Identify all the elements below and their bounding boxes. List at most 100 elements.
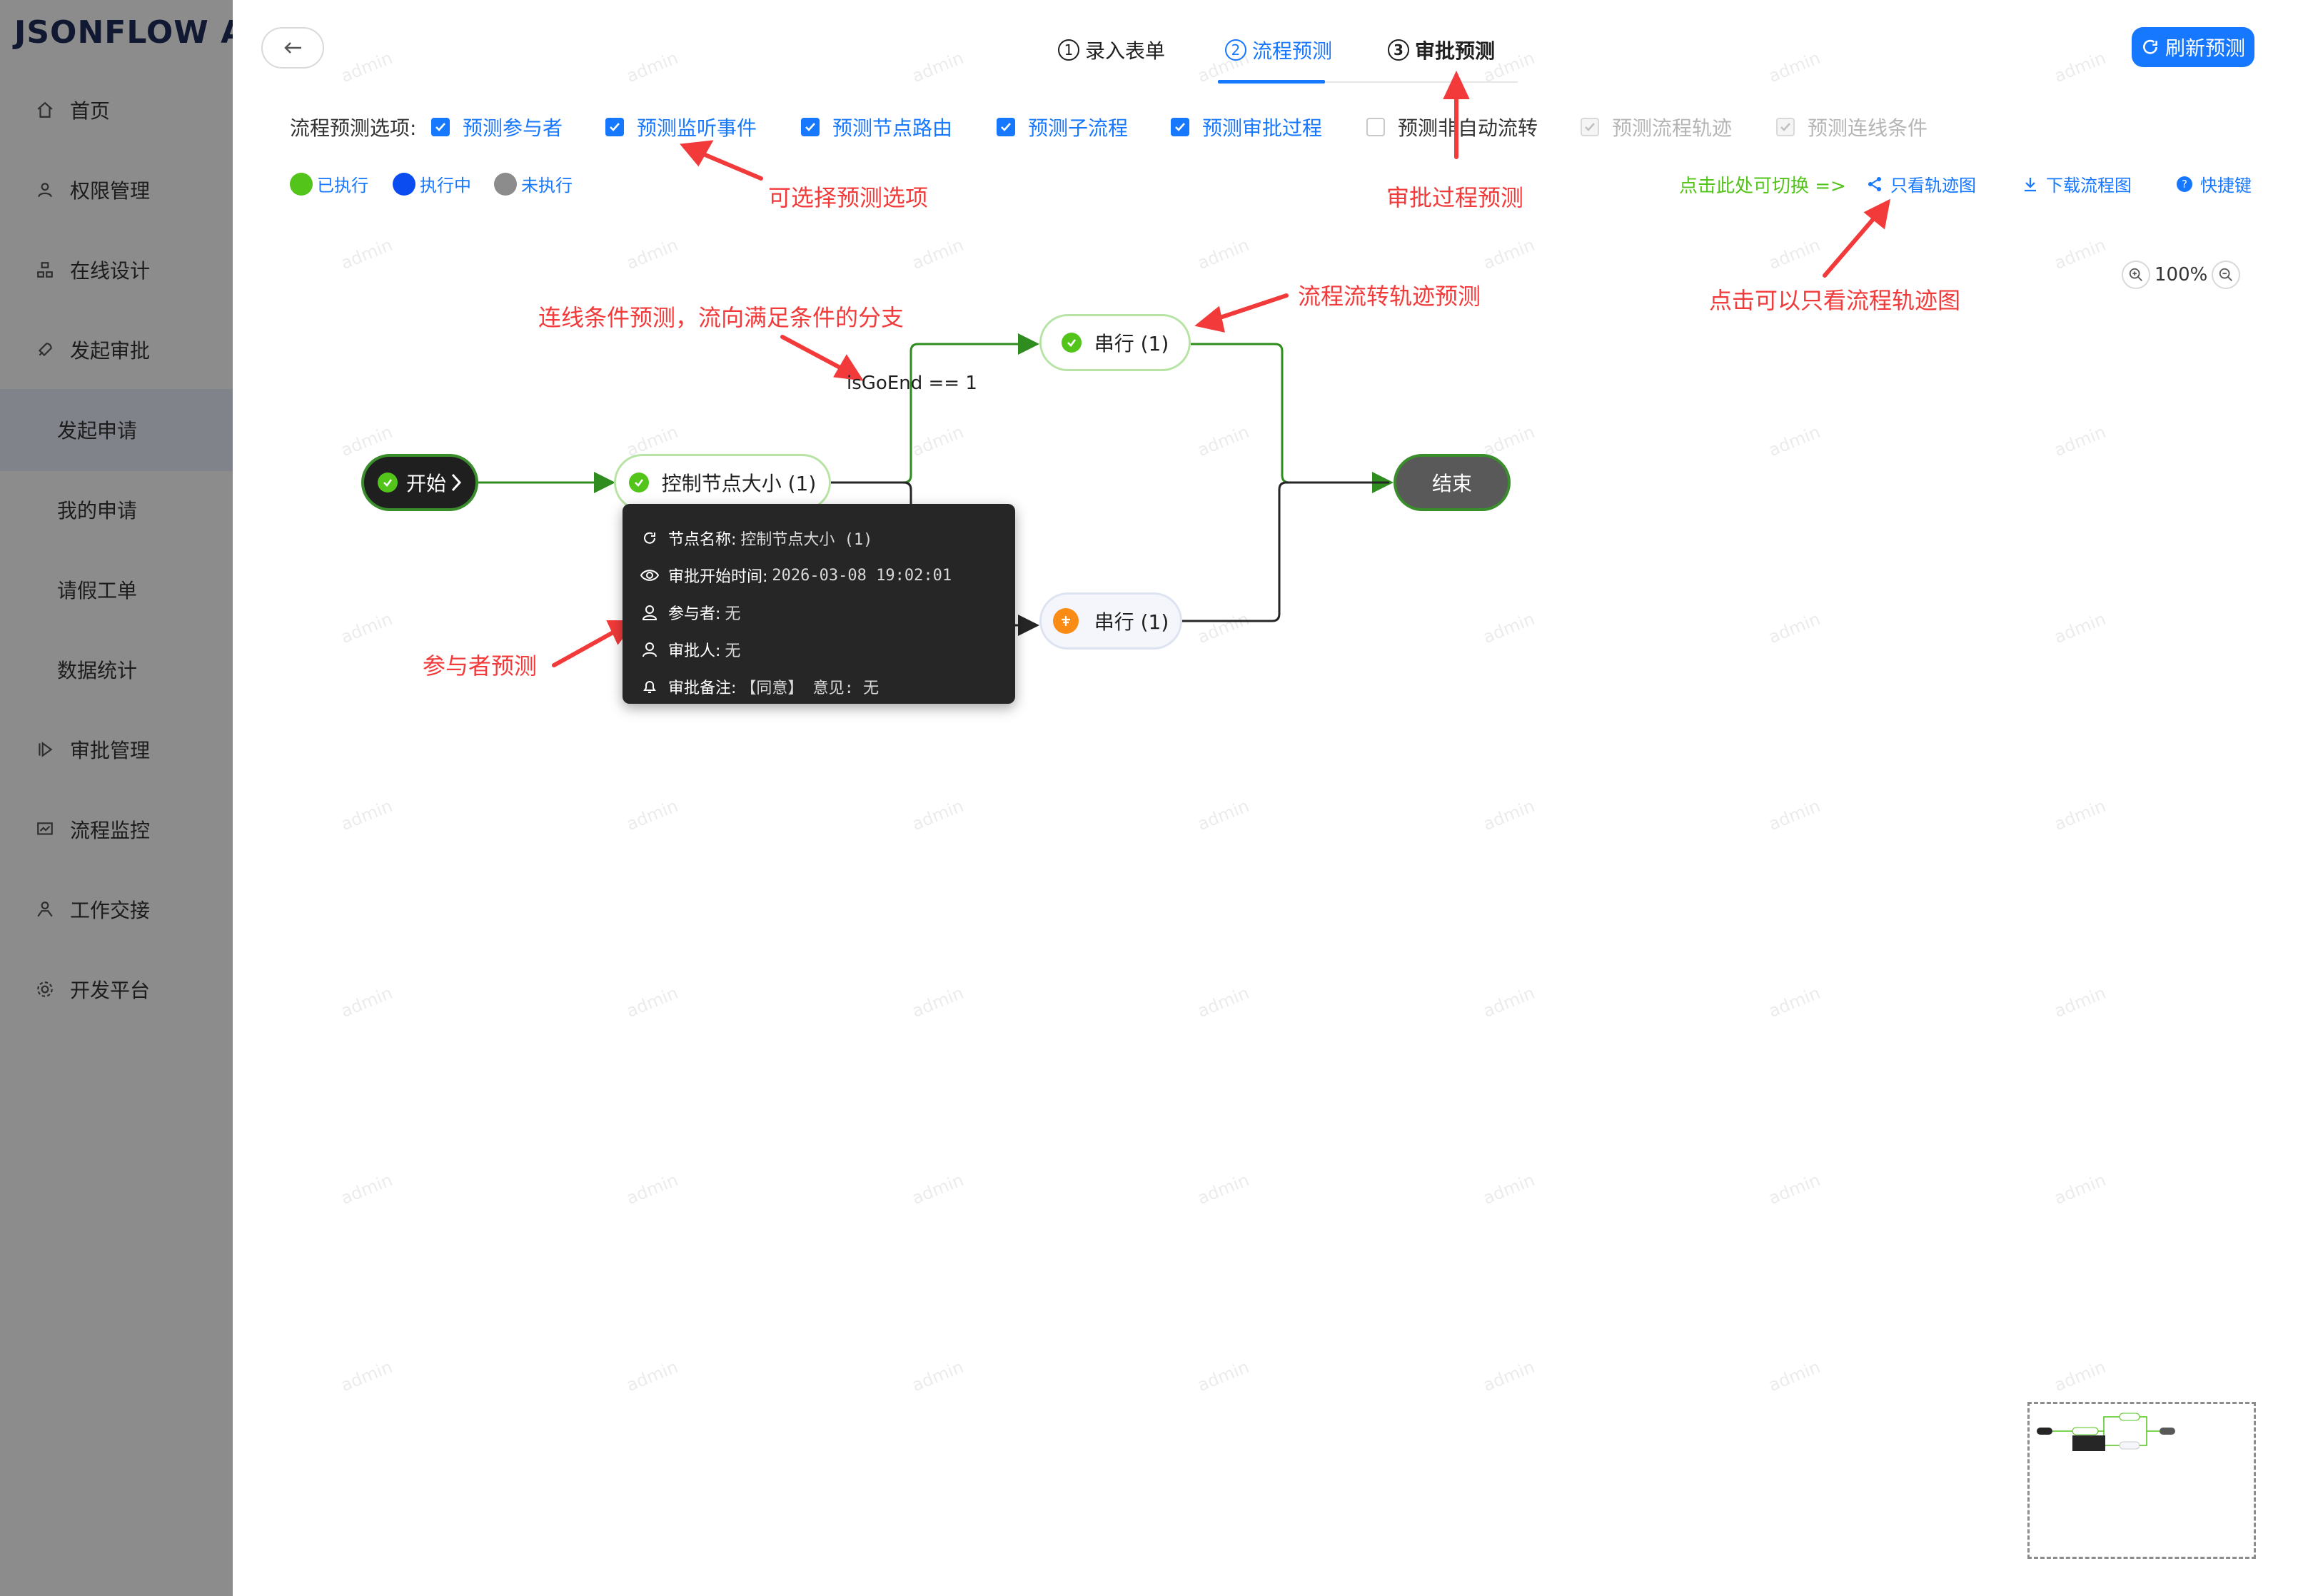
shortcuts-label: 快捷键 bbox=[2200, 176, 2252, 196]
flow-node-control-size[interactable]: 控制节点大小 (1) bbox=[614, 454, 831, 511]
option-predict-approval-process[interactable]: 预测审批过程 bbox=[1171, 113, 1322, 141]
tab-step-approval-prediction[interactable]: 3 审批预测 bbox=[1388, 36, 1495, 64]
edge-condition-label: isGoEnd == 1 bbox=[847, 373, 977, 394]
watermark-text: admin bbox=[1194, 982, 1252, 1022]
watermark-text: admin bbox=[1480, 795, 1538, 835]
sidebar-item-approval-mgmt[interactable]: 审批管理 bbox=[34, 728, 150, 771]
node-label: 控制节点大小 (1) bbox=[661, 472, 817, 495]
sidebar-item-start-request[interactable]: 发起申请 bbox=[57, 408, 137, 451]
sidebar-item-home[interactable]: 首页 bbox=[34, 89, 110, 131]
zoom-control: 100% bbox=[2122, 261, 2241, 289]
check-circle-icon bbox=[377, 473, 398, 493]
arrow-left-icon bbox=[284, 42, 301, 54]
node-tooltip: 节点名称: 控制节点大小 (1) 审批开始时间: 2026-03-08 19:0… bbox=[623, 504, 1015, 704]
annotation-arrow bbox=[780, 335, 849, 373]
back-button[interactable] bbox=[261, 27, 324, 69]
refresh-prediction-button[interactable]: 刷新预测 bbox=[2132, 27, 2254, 67]
watermark-text: admin bbox=[1194, 795, 1252, 835]
sidebar-item-leave-order[interactable]: 请假工单 bbox=[57, 568, 137, 611]
refresh-icon bbox=[640, 528, 660, 548]
sidebar-item-start-approval[interactable]: 发起审批 bbox=[34, 328, 150, 371]
submenu-highlight bbox=[0, 389, 236, 471]
option-predict-non-auto[interactable]: 预测非自动流转 bbox=[1366, 113, 1538, 141]
checkbox-checked-icon bbox=[431, 118, 450, 136]
download-flowchart-button[interactable]: 下载流程图 bbox=[2022, 171, 2132, 196]
node-label: 串行 (1) bbox=[1094, 610, 1169, 634]
step-number: 1 bbox=[1058, 39, 1079, 61]
watermark-text: admin bbox=[1480, 1169, 1538, 1209]
watermark-text: admin bbox=[1765, 421, 1823, 461]
edge-ctrl-serial-top bbox=[831, 333, 1039, 484]
watermark-text: admin bbox=[1194, 421, 1252, 461]
sidebar-item-dev-platform[interactable]: 开发平台 bbox=[34, 968, 150, 1011]
step-label: 录入表单 bbox=[1085, 39, 1166, 63]
option-predict-routes[interactable]: 预测节点路由 bbox=[801, 113, 952, 141]
watermark-text: admin bbox=[623, 1169, 681, 1209]
sidebar-item-handover[interactable]: 工作交接 bbox=[34, 888, 150, 931]
track-only-button[interactable]: 只看轨迹图 bbox=[1866, 171, 1976, 196]
shortcuts-button[interactable]: ? 快捷键 bbox=[2176, 171, 2252, 196]
legend-label: 未执行 bbox=[521, 176, 573, 196]
sidebar-item-design[interactable]: 在线设计 bbox=[34, 248, 150, 291]
watermark-text: admin bbox=[623, 234, 681, 274]
watermark-text: admin bbox=[909, 234, 967, 274]
sidebar-item-label: 工作交接 bbox=[70, 899, 151, 922]
watermark-text: admin bbox=[623, 982, 681, 1022]
zoom-level: 100% bbox=[2155, 264, 2208, 286]
option-predict-subflow[interactable]: 预测子流程 bbox=[997, 113, 1128, 141]
tooltip-row-node-name: 节点名称: 控制节点大小 (1) bbox=[640, 520, 998, 557]
tab-step-form[interactable]: 1 录入表单 bbox=[1058, 36, 1165, 64]
check-circle-icon bbox=[1061, 333, 1082, 353]
option-label: 预测节点路由 bbox=[832, 116, 953, 140]
handover-icon bbox=[34, 899, 56, 920]
flow-node-end[interactable]: 结束 bbox=[1394, 454, 1511, 511]
watermark-text: admin bbox=[2051, 1169, 2109, 1209]
flow-node-start[interactable]: 开始 bbox=[361, 454, 478, 511]
sidebar-item-my-requests[interactable]: 我的申请 bbox=[57, 488, 137, 531]
approver-icon bbox=[640, 640, 660, 660]
zoom-out-button[interactable] bbox=[2212, 261, 2241, 289]
download-icon bbox=[2025, 177, 2036, 191]
option-predict-edge-conditions: 预测连线条件 bbox=[1776, 113, 1927, 141]
option-predict-participants[interactable]: 预测参与者 bbox=[431, 113, 563, 141]
participant-icon bbox=[640, 602, 660, 622]
option-label: 预测流程轨迹 bbox=[1612, 116, 1733, 140]
checkbox-disabled-icon bbox=[1581, 118, 1599, 136]
annotation-participants: 参与者预测 bbox=[423, 652, 538, 680]
legend-label: 执行中 bbox=[420, 176, 471, 196]
tab-active-underline bbox=[1218, 80, 1325, 84]
watermark-text: admin bbox=[338, 608, 395, 648]
tab-step-flow-prediction[interactable]: 2 流程预测 bbox=[1225, 36, 1332, 64]
sidebar-item-label: 流程监控 bbox=[70, 819, 151, 842]
watermark-text: admin bbox=[1765, 1169, 1823, 1209]
watermark-text: admin bbox=[338, 234, 395, 274]
node-label: 结束 bbox=[1431, 472, 1472, 495]
refresh-label: 刷新预测 bbox=[2165, 36, 2245, 60]
check-circle-icon bbox=[628, 473, 649, 493]
sidebar-item-statistics[interactable]: 数据统计 bbox=[57, 648, 137, 691]
track-only-label: 只看轨迹图 bbox=[1890, 176, 1976, 196]
sidebar-item-permissions[interactable]: 权限管理 bbox=[34, 168, 150, 211]
annotation-arrow bbox=[552, 627, 620, 667]
watermark-text: admin bbox=[2051, 421, 2109, 461]
zoom-in-button[interactable] bbox=[2122, 261, 2150, 289]
option-label: 预测连线条件 bbox=[1808, 116, 1928, 140]
annotation-arrowhead bbox=[680, 140, 714, 167]
design-icon bbox=[34, 259, 56, 281]
watermark-text: admin bbox=[338, 795, 395, 835]
option-label: 预测子流程 bbox=[1028, 116, 1129, 140]
tooltip-value: 【同意】 意见: 无 bbox=[740, 680, 880, 697]
annotation-arrowhead bbox=[1863, 198, 1891, 230]
tooltip-label: 审批备注: bbox=[668, 680, 737, 697]
flow-node-serial-top[interactable]: 串行 (1) bbox=[1039, 314, 1191, 371]
watermark-text: admin bbox=[338, 1356, 395, 1396]
minimap[interactable] bbox=[2027, 1402, 2256, 1559]
tooltip-value: 2026-03-08 19:02:01 bbox=[772, 566, 952, 585]
edge-serial-top-end bbox=[1191, 343, 1394, 493]
option-predict-listeners[interactable]: 预测监听事件 bbox=[605, 113, 757, 141]
monitor-icon bbox=[34, 819, 56, 840]
flow-node-serial-bottom[interactable]: 串行 (1) bbox=[1039, 592, 1182, 650]
tooltip-label: 节点名称: bbox=[668, 531, 737, 549]
watermark-text: admin bbox=[1765, 1356, 1823, 1396]
sidebar-item-monitor[interactable]: 流程监控 bbox=[34, 808, 150, 851]
